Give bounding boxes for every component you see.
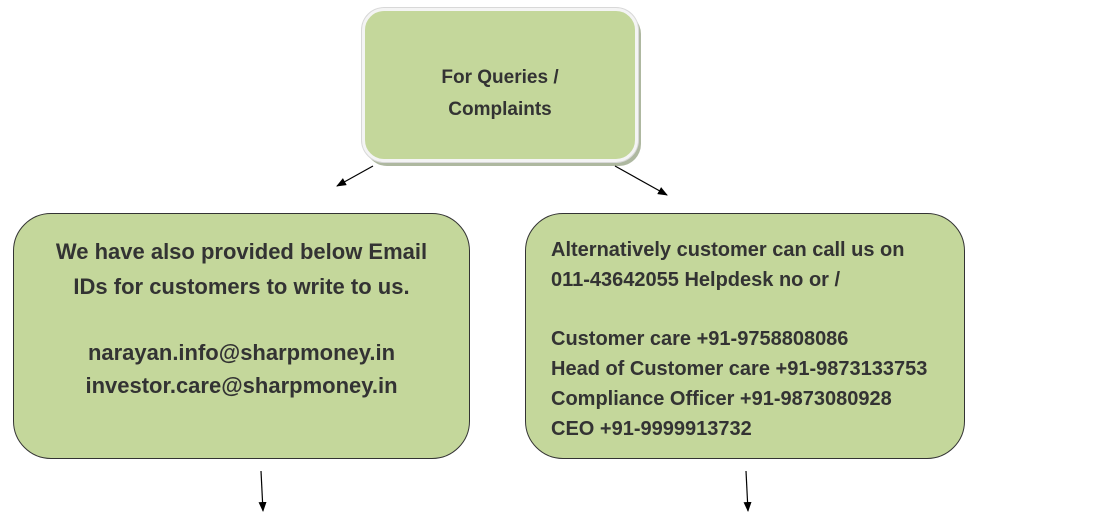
phone-box-intro-line-1: Alternatively customer can call us on <box>551 239 905 261</box>
email-box: We have also provided below Email IDs fo… <box>13 213 470 459</box>
email-box-heading-line-1: We have also provided below Email <box>55 239 428 264</box>
phone-box-intro-line-2: 011-43642055 Helpdesk no or / <box>551 269 841 291</box>
arrow-down-right <box>743 470 752 512</box>
contact-line: Head of Customer care +91-9873133753 <box>551 358 928 380</box>
contact-line: Compliance Officer +91-9873080928 <box>551 388 892 410</box>
arrow-to-phone-box <box>614 165 668 196</box>
contact-line: Customer care +91-9758808086 <box>551 328 849 350</box>
phone-box: Alternatively customer can call us on 01… <box>525 213 965 459</box>
email-address: narayan.info@sharpmoney.in <box>87 340 396 365</box>
arrow-to-email-box <box>336 165 374 187</box>
email-address: investor.care@sharpmoney.in <box>85 373 398 398</box>
top-box-line-2: Complaints <box>448 99 552 120</box>
email-list: narayan.info@sharpmoney.in investor.care… <box>14 336 469 402</box>
email-box-heading-line-2: IDs for customers to write to us. <box>73 274 410 299</box>
top-box-label: For Queries / Complaints <box>425 62 575 126</box>
contact-line: CEO +91-9999913732 <box>551 418 752 440</box>
top-box-line-1: For Queries / <box>441 67 559 88</box>
email-box-heading: We have also provided below Email IDs fo… <box>42 234 442 304</box>
top-box-queries-complaints: For Queries / Complaints <box>362 8 638 162</box>
arrow-down-left <box>258 470 267 512</box>
